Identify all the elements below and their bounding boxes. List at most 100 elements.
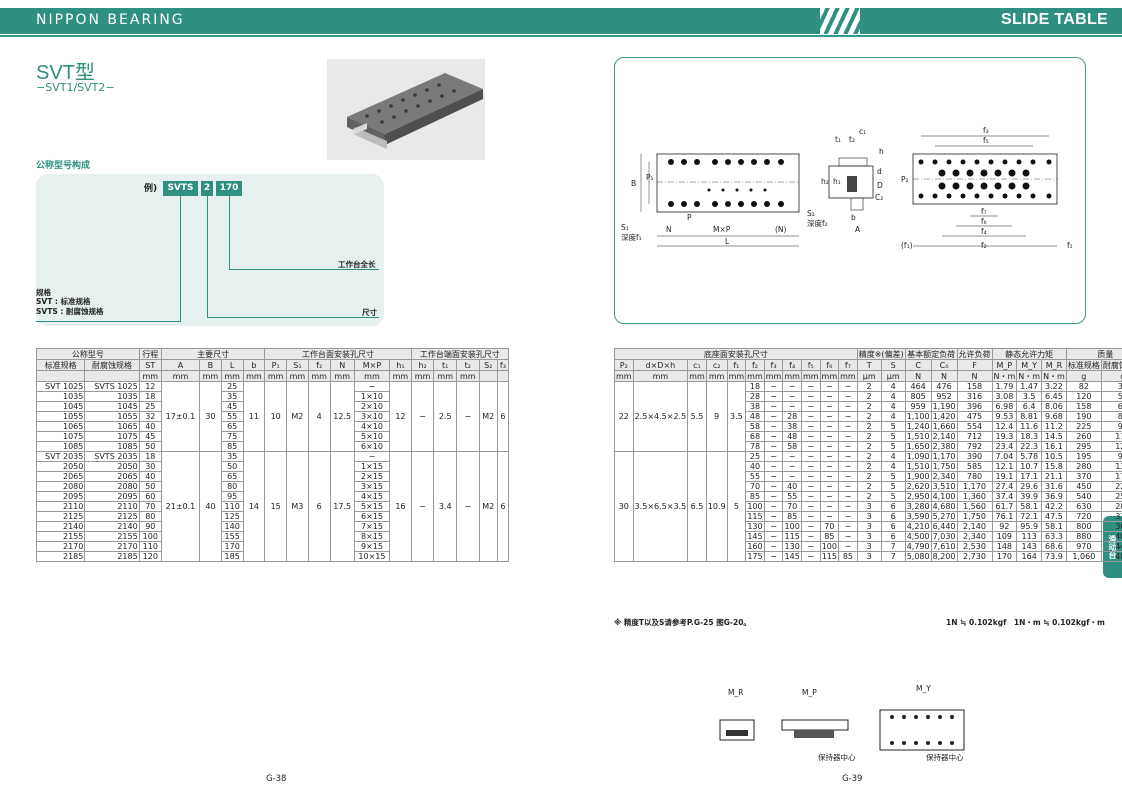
cell-value: 4 [880, 381, 906, 392]
cell-cr-model: 1065 [84, 421, 140, 432]
cell-value: 2,530 [956, 541, 993, 552]
col-header: T [856, 359, 882, 371]
cell-standard-model: 1065 [35, 421, 86, 432]
cell-standard-model: 2110 [35, 501, 86, 512]
cell-P2: 30 [614, 451, 634, 562]
cell-t2: − [456, 451, 480, 562]
cell-value: 554 [956, 421, 993, 432]
cell-value: − [763, 381, 784, 392]
label-total-length: 工作台全长 [338, 260, 376, 269]
cell-value: 19.1 [991, 471, 1018, 482]
cell-value: − [763, 401, 784, 412]
cell-value: 5.78 [1016, 451, 1043, 462]
cell-value: − [763, 531, 784, 542]
unit-cell: μm [880, 370, 906, 382]
cell-value: 1,090 [904, 451, 932, 462]
cell-value: 100 [782, 521, 802, 532]
col-header: ST [138, 359, 162, 371]
cell-value: − [838, 481, 858, 492]
cell-value: 58.1 [1016, 501, 1043, 512]
col-header: M_Y [1016, 359, 1043, 371]
col-header: 标准规格 [1065, 359, 1102, 371]
cell-value: 170 [991, 551, 1018, 562]
cell-value: − [800, 441, 821, 452]
unit-cell: mm [614, 370, 634, 382]
cell-value: 55 [745, 471, 765, 482]
cell-cr-model: 2110 [84, 501, 140, 512]
unit-cell: mm [687, 370, 707, 382]
cell-value: 1,100 [904, 411, 932, 422]
cell-stroke: 50 [138, 441, 162, 452]
dim-S1: S₁ [621, 223, 629, 232]
cell-value: 3,590 [904, 511, 932, 522]
cell-value: 630 [1065, 501, 1102, 512]
cell-value: − [763, 391, 784, 402]
cell-value: 195 [1065, 451, 1102, 462]
cell-value: 1,650 [904, 441, 932, 452]
cell-t1: 2.5 [433, 381, 458, 452]
cell-value: − [763, 441, 784, 452]
cell-h1: 12 [389, 381, 412, 452]
cell-value: 2 [856, 431, 882, 442]
leader-line [229, 196, 230, 270]
cell-value: − [782, 381, 802, 392]
unit-cell: N [956, 370, 993, 382]
col-group-table-holes: 工作台面安装孔尺寸 [264, 348, 412, 360]
cell-value: 19.3 [991, 431, 1018, 442]
cell-B: 30 [199, 381, 222, 452]
cell-value: − [838, 441, 858, 452]
cell-value: 6 [880, 501, 906, 512]
col-group-load: 基本额定负荷 [904, 348, 958, 360]
cell-value: 2 [856, 381, 882, 392]
col-header: f₃ [763, 359, 784, 371]
product-subtitle: −SVT1/SVT2− [36, 81, 115, 94]
cell-value: 5 [880, 431, 906, 442]
col-header: 标准规格 [35, 359, 86, 371]
cell-value: 31.6 [1041, 481, 1067, 492]
cell-L: 45 [220, 401, 244, 412]
cell-S1: M3 [286, 451, 309, 562]
cell-stroke: 60 [138, 491, 162, 502]
cell-cr-model: 1045 [84, 401, 140, 412]
col-group-mass: 质量 [1065, 348, 1122, 360]
cell-stroke: 120 [138, 551, 162, 562]
cell-L: 75 [220, 431, 244, 442]
leader-line [207, 196, 208, 318]
cell-value: 464 [904, 381, 932, 392]
cell-value: 109 [991, 531, 1018, 542]
col-header: c₂ [705, 359, 728, 371]
cell-stroke: 40 [138, 421, 162, 432]
cell-value: − [838, 461, 858, 472]
unit-cell: mm [329, 370, 355, 382]
cell-value: 38 [782, 421, 802, 432]
cell-value: − [838, 401, 858, 412]
cell-value: − [800, 511, 821, 522]
header-stripes [820, 8, 860, 34]
cell-value: 115 [745, 511, 765, 522]
col-group-accuracy: 精度※(偏差) [856, 348, 906, 360]
cell-N: 17.5 [329, 451, 355, 562]
col-header: b [242, 359, 266, 371]
cell-stroke: 70 [138, 501, 162, 512]
cell-value: − [838, 451, 858, 462]
cell-MxP: 4×10 [353, 421, 391, 432]
header-band-left: NIPPON BEARING [0, 8, 850, 34]
cell-value: 712 [956, 431, 993, 442]
cell-value: 6.45 [1041, 391, 1067, 402]
cell-value: − [763, 511, 784, 522]
cell-value: − [763, 451, 784, 462]
col-group-end-holes: 工作台端面安装孔尺寸 [410, 348, 510, 360]
dim-d: d [877, 167, 882, 176]
cell-value: 1.79 [991, 381, 1018, 392]
cell-value: 1,240 [904, 421, 932, 432]
cell-MxP: 9×15 [353, 541, 391, 552]
cell-value: 6 [880, 511, 906, 522]
leader-line [36, 321, 181, 322]
cell-A: 17±0.1 [160, 381, 201, 452]
col-header: S [880, 359, 906, 371]
code-size: 170 [216, 181, 242, 196]
cell-value: 1,750 [930, 461, 958, 472]
